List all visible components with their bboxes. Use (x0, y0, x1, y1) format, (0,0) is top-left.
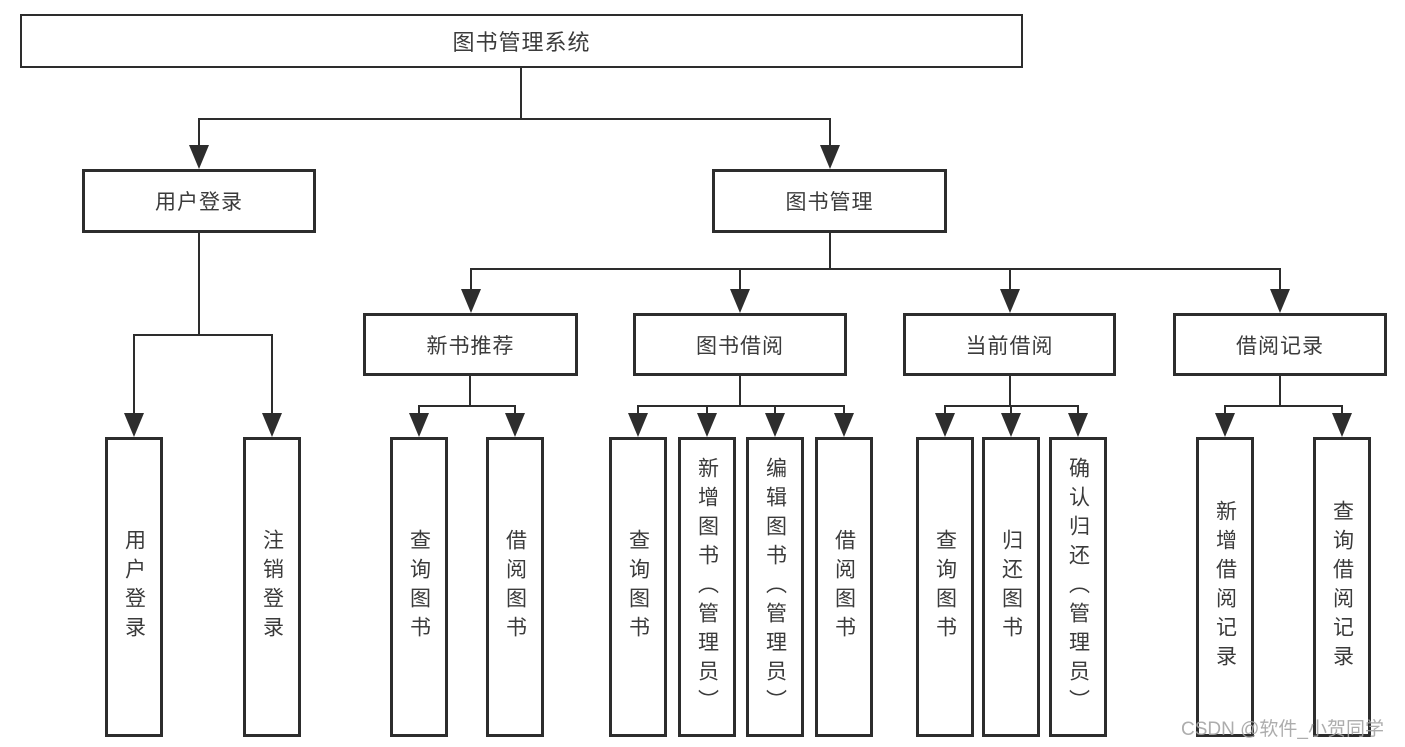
arrowhead-down-icon (834, 413, 854, 437)
arrowhead-down-icon (189, 145, 209, 169)
connector-line (1341, 405, 1343, 415)
connector-line (829, 233, 831, 269)
arrowhead-down-icon (1001, 413, 1021, 437)
arrowhead-down-icon (1068, 413, 1088, 437)
connector-line (418, 405, 420, 415)
arrowhead-down-icon (1270, 289, 1290, 313)
connector-line (198, 233, 200, 336)
connector-line (470, 268, 1281, 270)
connector-line (469, 376, 471, 407)
arrowhead-down-icon (765, 413, 785, 437)
connector-line (829, 118, 831, 147)
leaf-label: 编辑图书（管理员） (763, 456, 787, 718)
node-book-borrowing: 图书借阅 (633, 313, 847, 376)
leaf-edit-books-admin: 编辑图书（管理员） (746, 437, 804, 737)
arrowhead-down-icon (820, 145, 840, 169)
leaf-borrow-books-recommend: 借阅图书 (486, 437, 544, 737)
connector-line (418, 405, 516, 407)
node-label: 图书借阅 (696, 334, 784, 358)
connector-line (1279, 268, 1281, 292)
connector-line (133, 334, 135, 414)
connector-line (133, 334, 273, 336)
connector-line (739, 376, 741, 407)
node-borrowing-records: 借阅记录 (1173, 313, 1387, 376)
connector-line (739, 268, 741, 292)
leaf-query-borrow-record: 查询借阅记录 (1313, 437, 1371, 737)
arrowhead-down-icon (461, 289, 481, 313)
arrowhead-down-icon (628, 413, 648, 437)
leaf-query-books-borrowing: 查询图书 (609, 437, 667, 737)
node-label: 当前借阅 (965, 334, 1054, 358)
arrowhead-down-icon (1000, 289, 1020, 313)
connector-line (637, 405, 845, 407)
leaf-label: 查询图书 (407, 529, 431, 645)
node-current-borrowing: 当前借阅 (903, 313, 1116, 376)
arrowhead-down-icon (1215, 413, 1235, 437)
connector-line (637, 405, 639, 415)
node-library-management-system: 图书管理系统 (20, 14, 1023, 68)
leaf-logout: 注销登录 (243, 437, 301, 737)
leaf-label: 查询图书 (933, 529, 957, 645)
node-new-book-recommend: 新书推荐 (363, 313, 578, 376)
connector-line (1279, 376, 1281, 407)
leaf-label: 用户登录 (122, 529, 146, 645)
node-label: 新书推荐 (426, 334, 515, 358)
leaf-return-books: 归还图书 (982, 437, 1040, 737)
leaf-query-books-recommend: 查询图书 (390, 437, 448, 737)
connector-line (1010, 405, 1012, 415)
leaf-borrow-books-borrowing: 借阅图书 (815, 437, 873, 737)
node-label: 图书管理 (785, 191, 874, 214)
connector-line (1009, 376, 1011, 407)
leaf-label: 确认归还（管理员） (1066, 456, 1090, 718)
connector-line (774, 405, 776, 415)
node-label: 借阅记录 (1236, 334, 1324, 358)
arrowhead-down-icon (505, 413, 525, 437)
leaf-confirm-return-admin: 确认归还（管理员） (1049, 437, 1107, 737)
leaf-add-books-admin: 新增图书（管理员） (678, 437, 736, 737)
connector-line (1009, 268, 1011, 292)
node-label: 用户登录 (155, 191, 243, 214)
leaf-label: 查询图书 (626, 529, 650, 645)
arrowhead-down-icon (730, 289, 750, 313)
connector-line (1224, 405, 1226, 415)
arrowhead-down-icon (1332, 413, 1352, 437)
node-label: 图书管理系统 (452, 30, 591, 55)
arrowhead-down-icon (409, 413, 429, 437)
connector-line (520, 68, 522, 120)
connector-line (470, 268, 472, 292)
leaf-add-borrow-record: 新增借阅记录 (1196, 437, 1254, 737)
leaf-label: 借阅图书 (503, 529, 527, 645)
arrowhead-down-icon (262, 413, 282, 437)
leaf-label: 新增图书（管理员） (695, 456, 719, 718)
connector-line (198, 118, 200, 147)
arrowhead-down-icon (124, 413, 144, 437)
connector-line (706, 405, 708, 415)
arrowhead-down-icon (935, 413, 955, 437)
node-book-management: 图书管理 (712, 169, 947, 233)
connector-line (198, 118, 831, 120)
leaf-label: 新增借阅记录 (1213, 500, 1237, 674)
leaf-label: 归还图书 (999, 529, 1023, 645)
connector-line (1224, 405, 1343, 407)
leaf-query-books-current: 查询图书 (916, 437, 974, 737)
connector-line (271, 334, 273, 414)
connector-line (1077, 405, 1079, 415)
leaf-label: 注销登录 (260, 529, 284, 645)
connector-line (944, 405, 946, 415)
connector-line (514, 405, 516, 415)
watermark: CSDN @软件_小贺同学 (1181, 719, 1384, 740)
leaf-label: 查询借阅记录 (1330, 500, 1354, 674)
node-user-login: 用户登录 (82, 169, 316, 233)
leaf-user-login: 用户登录 (105, 437, 163, 737)
arrowhead-down-icon (697, 413, 717, 437)
leaf-label: 借阅图书 (832, 529, 856, 645)
connector-line (843, 405, 845, 415)
